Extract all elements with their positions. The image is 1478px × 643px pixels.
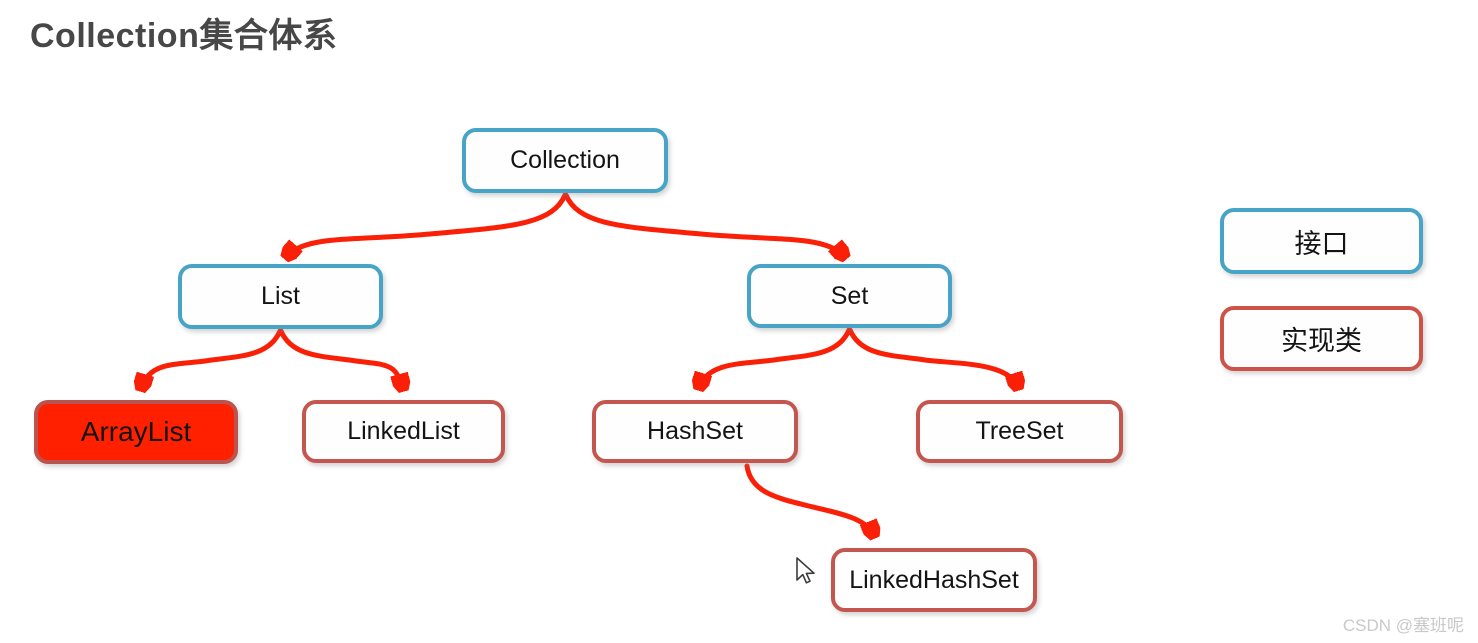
node-label: Set <box>830 281 869 310</box>
node-label: TreeSet <box>975 417 1064 445</box>
node-set: Set <box>747 264 952 328</box>
legend-implementation-box: 实现类 <box>1220 306 1423 371</box>
arrow-collection-to-set <box>563 192 845 257</box>
legend-interface-label: 接口 <box>1294 228 1349 259</box>
node-label: HashSet <box>647 417 743 445</box>
node-label: LinkedHashSet <box>849 565 1019 594</box>
node-label: ArrayList <box>80 416 192 447</box>
node-collection: Collection <box>462 128 668 193</box>
arrow-hashset-to-linkedhashset <box>744 463 874 536</box>
arrow-set-to-treeset <box>847 327 1018 388</box>
arrow-list-to-linkedlist <box>278 328 403 389</box>
arrow-set-to-hashset <box>699 327 852 388</box>
node-linkedhashset: LinkedHashSet <box>831 548 1037 612</box>
arrow-list-to-arraylist <box>141 328 283 389</box>
mouse-cursor-icon <box>796 557 815 584</box>
legend-implementation-label: 实现类 <box>1281 326 1362 356</box>
watermark: CSDN @塞班呢 <box>1342 616 1464 635</box>
node-label: Collection <box>510 146 620 174</box>
node-list: List <box>178 264 383 329</box>
legend-interface-box: 接口 <box>1220 208 1423 274</box>
node-linkedlist: LinkedList <box>302 400 505 463</box>
node-label: LinkedList <box>347 417 460 445</box>
node-label: List <box>261 282 300 310</box>
node-arraylist-highlighted: ArrayList <box>34 400 238 464</box>
node-hashset: HashSet <box>592 400 798 463</box>
arrow-collection-to-list <box>286 192 568 257</box>
page-title: Collection集合体系 <box>30 17 338 55</box>
node-treeset: TreeSet <box>916 400 1123 463</box>
